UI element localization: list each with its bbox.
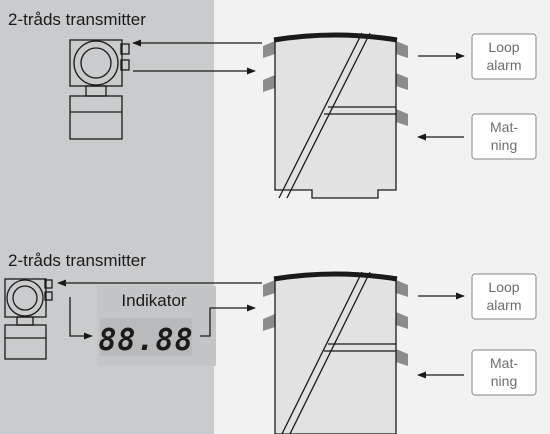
bottom-transmitter-icon: [4, 278, 53, 360]
top-matning-line2: ning: [491, 137, 517, 153]
bottom-matning-box: Mat- ning: [471, 349, 537, 396]
bottom-arrow-from-indicator: [200, 304, 256, 337]
bottom-arrow-to-indicator: [69, 297, 93, 340]
top-matning-line1: Mat-: [490, 119, 518, 135]
bottom-transmitter-label: 2-tråds transmitter: [8, 251, 146, 270]
bottom-indicator-label: Indikator: [121, 291, 187, 310]
top-loop-alarm-box: Loop alarm: [471, 33, 537, 80]
bottom-matning-line2: ning: [491, 373, 517, 389]
bottom-loop-alarm-box: Loop alarm: [471, 273, 537, 320]
bottom-loop-alarm-line2: alarm: [486, 297, 521, 313]
bottom-matning-line1: Mat-: [490, 355, 518, 371]
bottom-loop-alarm-line1: Loop: [488, 279, 519, 295]
top-transmitter-label: 2-tråds transmitter: [8, 10, 146, 29]
top-loop-alarm-line2: alarm: [486, 57, 521, 73]
top-transmitter-icon: [69, 39, 130, 140]
bottom-indicator: Indikator 88.88: [97, 286, 216, 366]
left-panel: [0, 0, 214, 434]
bottom-isolator-module: [263, 271, 408, 434]
top-loop-alarm-line1: Loop: [488, 39, 519, 55]
top-isolator-module: [263, 32, 408, 199]
bottom-indicator-display: 88.88: [98, 323, 193, 358]
top-matning-box: Mat- ning: [471, 113, 537, 160]
indicator-display-icon: [100, 318, 192, 356]
